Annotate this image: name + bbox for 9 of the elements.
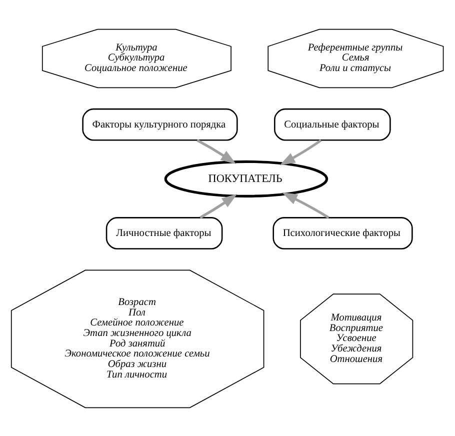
arrow [196,138,236,164]
arrow [200,193,238,218]
node-box: Факторы культурного порядка [82,108,238,140]
node-box: Личностные факторы [106,216,223,249]
node-box: Психологические факторы [272,216,413,249]
node-box: Социальные факторы [274,108,391,140]
arrow [282,192,330,218]
node-ellipse: ПОКУПАТЕЛЬ [164,160,328,197]
arrow [280,138,322,165]
